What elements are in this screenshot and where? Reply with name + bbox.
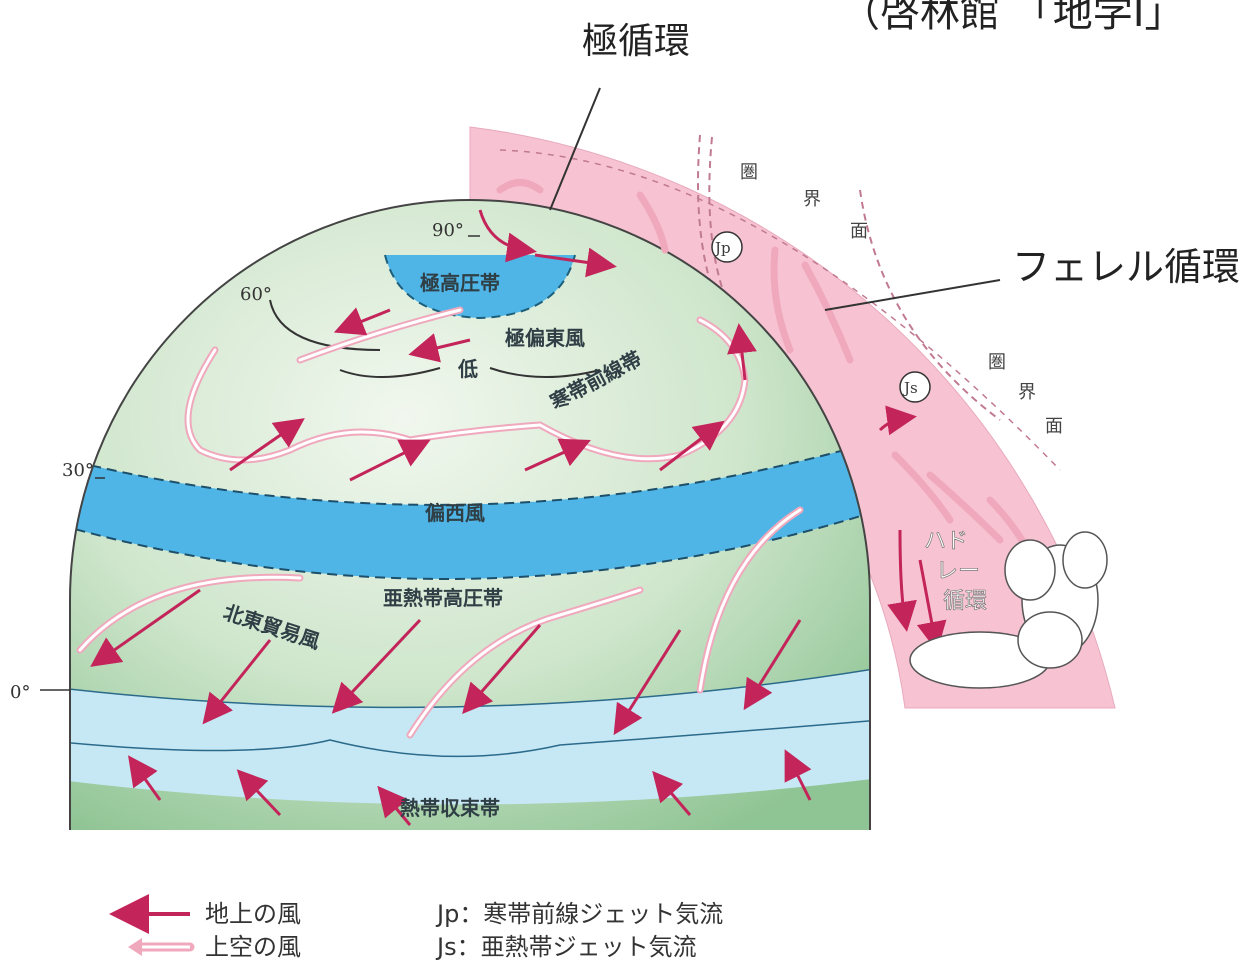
- jet-subtropical-label: Js: [902, 379, 918, 397]
- legend-jp-label: Jp：寒帯前線ジェット気流: [435, 900, 723, 928]
- jet-polar-marker: [711, 231, 743, 263]
- tropopause-1-c: 面: [850, 221, 868, 242]
- tropopause-2-c: 面: [1045, 416, 1063, 437]
- ferrel-cell-pointer: [824, 279, 1001, 311]
- lat-30-label: 30°: [62, 460, 94, 481]
- tropopause-mid: [859, 189, 1001, 421]
- hadley-line-2: レー: [936, 559, 980, 584]
- tropopause-2-a: 圏: [988, 352, 1006, 373]
- polar-cell-pointer: [549, 87, 601, 211]
- tropopause-outer: [499, 149, 1061, 471]
- lat-0-label: 0°: [10, 682, 30, 703]
- tropopause-2-b: 界: [1018, 382, 1036, 403]
- subtropical-high-label: 亜熱帯高圧帯: [383, 586, 503, 610]
- legend: 地上の風 上空の風 Jp：寒帯前線ジェット気流 Js：亜熱帯ジェット気流: [109, 894, 723, 961]
- low-label: 低: [457, 357, 478, 381]
- tropopause-1-a: 圏: [740, 162, 758, 183]
- polar-easterlies-label: 極偏東風: [504, 326, 585, 350]
- jet-subtropical-marker: [899, 371, 931, 403]
- lat-90-label: 90°: [432, 220, 464, 241]
- polar-high-label: 極高圧帯: [419, 271, 500, 295]
- cumulus-cloud: [909, 531, 1108, 689]
- legend-surface-label: 地上の風: [205, 900, 301, 928]
- subtropical-high-band: [70, 440, 870, 579]
- itcz-label: 熱帯収束帯: [400, 796, 500, 820]
- legend-js-label: Js：亜熱帯ジェット気流: [435, 933, 697, 961]
- hadley-line-3: 循環: [943, 589, 987, 614]
- source-note: （啓林館 「地学Ⅰ」: [840, 0, 1185, 36]
- lat-60-label: 60°: [240, 284, 272, 305]
- polar-high-band: [385, 255, 575, 318]
- hadley-line-1: ハド: [924, 529, 968, 554]
- surface-wind-arrows: [90, 209, 1042, 826]
- ferrel-cell-label: フェレル循環: [1012, 245, 1240, 289]
- polar-cell-label: 極循環: [582, 21, 690, 62]
- legend-upper-label: 上空の風: [205, 933, 301, 961]
- tropopause-1-b: 界: [803, 189, 821, 210]
- jet-polar-label: Jp: [713, 239, 731, 257]
- westerlies-label: 偏西風: [425, 501, 485, 525]
